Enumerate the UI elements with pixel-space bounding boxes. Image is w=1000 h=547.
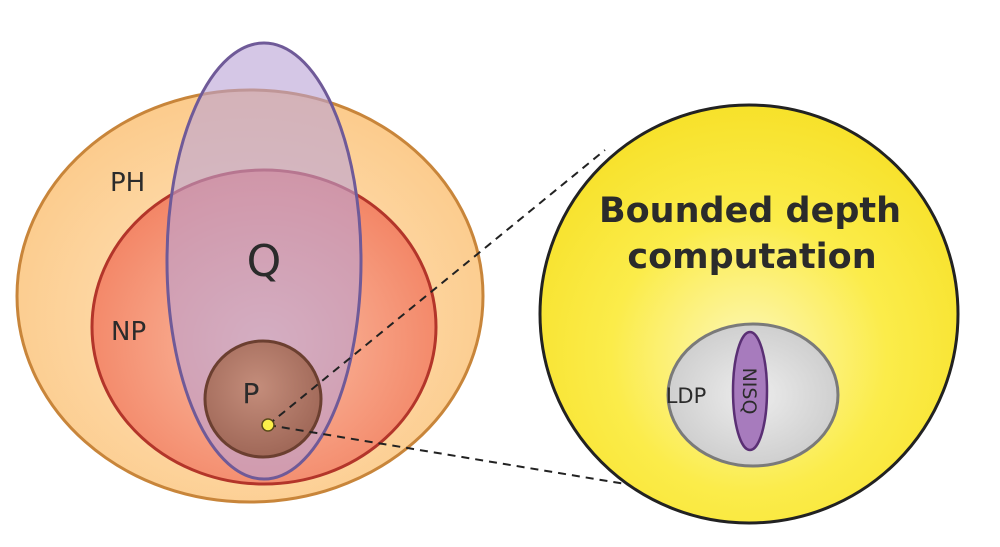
- nisq-label: NISQ: [738, 368, 760, 415]
- ph-label: PH: [110, 168, 145, 198]
- ldp-label: LDP: [666, 384, 707, 408]
- bounded-depth-set: [538, 103, 960, 525]
- bounded-depth-title-line2: computation: [627, 237, 876, 277]
- q-label: Q: [247, 236, 282, 287]
- np-label: NP: [111, 317, 146, 347]
- bounded-depth-title-line1: Bounded depth: [599, 191, 901, 231]
- connector-line-upper: [267, 149, 606, 426]
- p-set: [203, 339, 323, 459]
- nisq-set: [731, 330, 769, 452]
- focus-point: [261, 418, 275, 432]
- p-label: P: [243, 377, 260, 410]
